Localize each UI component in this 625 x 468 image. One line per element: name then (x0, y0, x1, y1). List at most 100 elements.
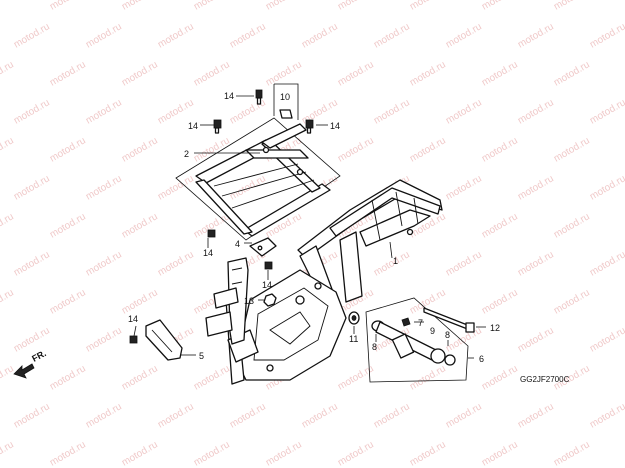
watermark-text: motod.ru (516, 173, 556, 202)
watermark-text: motod.ru (408, 59, 448, 88)
watermark-text: motod.ru (228, 21, 268, 50)
watermark-text: motod.ru (120, 0, 160, 13)
watermark-text: motod.ru (156, 249, 196, 278)
watermark-text: motod.ru (120, 59, 160, 88)
watermark-text: motod.ru (264, 439, 304, 468)
watermark-text: motod.ru (480, 287, 520, 316)
watermark-text: motod.ru (444, 173, 484, 202)
watermark-text: motod.ru (480, 59, 520, 88)
part-6-hanger-assembly (365, 297, 469, 383)
callout-4: 4 (235, 239, 240, 249)
watermark-text: motod.ru (372, 21, 412, 50)
watermark-text: motod.ru (228, 97, 268, 126)
watermark-text: motod.ru (480, 0, 520, 13)
watermark-text: motod.ru (84, 97, 124, 126)
callout-13: 13 (244, 296, 254, 306)
watermark-text: motod.ru (48, 0, 88, 13)
watermark-text: motod.ru (0, 287, 16, 316)
diagram-code: GG2JF2700C (520, 375, 570, 384)
watermark-text: motod.ru (300, 401, 340, 430)
watermark-text: motod.ru (372, 97, 412, 126)
watermark-text: motod.ru (12, 325, 52, 354)
watermark-text: motod.ru (48, 211, 88, 240)
watermark-text: motod.ru (336, 135, 376, 164)
watermark-text: motod.ru (444, 97, 484, 126)
watermark-text: motod.ru (48, 59, 88, 88)
watermark-text: motod.ru (84, 21, 124, 50)
part-12-long-bolt (423, 307, 475, 333)
callout-2: 2 (184, 149, 189, 159)
callout-14-left: 14 (188, 121, 198, 131)
watermark-text: motod.ru (516, 249, 556, 278)
front-label: FR. (30, 348, 47, 364)
watermark-text: motod.ru (84, 401, 124, 430)
part-11-grommet (348, 311, 360, 325)
bolt-14-top (255, 89, 263, 105)
watermark-text: motod.ru (12, 401, 52, 430)
watermark-text: motod.ru (336, 59, 376, 88)
watermark-text: motod.ru (120, 363, 160, 392)
watermark-text: motod.ru (552, 287, 592, 316)
watermark-text: motod.ru (300, 21, 340, 50)
part-4-bracket (249, 237, 277, 257)
watermark-text: motod.ru (552, 439, 592, 468)
part-2-seat-frame (175, 117, 341, 241)
callout-10: 10 (280, 92, 290, 102)
callout-14-top: 14 (224, 91, 234, 101)
bolt-14-left (213, 119, 222, 134)
watermark-text: motod.ru (192, 363, 232, 392)
watermark-text: motod.ru (516, 21, 556, 50)
watermark-text: motod.ru (156, 21, 196, 50)
watermark-text: motod.ru (192, 439, 232, 468)
bolt-14-mid-left (207, 229, 216, 238)
watermark-text: motod.ru (336, 439, 376, 468)
watermark-text: motod.ru (120, 135, 160, 164)
watermark-text: motod.ru (444, 249, 484, 278)
watermark-text: motod.ru (84, 173, 124, 202)
watermark-text: motod.ru (588, 173, 625, 202)
watermark-text: motod.ru (552, 135, 592, 164)
leader-lines (133, 95, 486, 359)
watermark-text: motod.ru (0, 363, 16, 392)
watermark-text: motod.ru (48, 135, 88, 164)
watermark-text: motod.ru (480, 363, 520, 392)
callout-14-mid-left: 14 (203, 248, 213, 258)
watermark-text: motod.ru (120, 287, 160, 316)
watermark-text: motod.ru (0, 59, 16, 88)
part-10-nut (273, 83, 299, 120)
watermark-text: motod.ru (408, 0, 448, 13)
watermark-text: motod.ru (408, 439, 448, 468)
watermark-text: motod.ru (552, 59, 592, 88)
watermark-text: motod.ru (480, 135, 520, 164)
watermark-text: motod.ru (48, 363, 88, 392)
front-arrow-icon (13, 363, 35, 379)
part-1-main-frame (225, 179, 443, 385)
watermark-text: motod.ru (192, 59, 232, 88)
watermark-text: motod.ru (12, 97, 52, 126)
callout-5: 5 (199, 351, 204, 361)
callout-numbers: 1 2 4 5 6 7 8 8 9 10 11 12 13 14 14 14 1… (128, 91, 570, 384)
watermark-text: motod.ru (588, 401, 625, 430)
watermark-text: motod.ru (48, 439, 88, 468)
callout-7: 7 (418, 318, 423, 328)
watermark-text: motod.ru (0, 135, 16, 164)
watermark-text: motod.ru (444, 401, 484, 430)
watermark-text: motod.ru (516, 401, 556, 430)
callout-8-right: 8 (445, 330, 450, 340)
callout-11: 11 (349, 334, 358, 344)
watermark-text: motod.ru (264, 0, 304, 13)
watermark-text: motod.ru (480, 439, 520, 468)
callout-14-bottom-left: 14 (128, 314, 138, 324)
watermark-text: motod.ru (12, 249, 52, 278)
part-13-nut (263, 293, 277, 307)
watermark-text: motod.ru (588, 249, 625, 278)
watermark-text: motod.ru (372, 401, 412, 430)
watermark-text: motod.ru (588, 325, 625, 354)
watermark-text: motod.ru (84, 249, 124, 278)
watermark-text: motod.ru (588, 97, 625, 126)
watermark-text: motod.ru (0, 439, 16, 468)
watermark-text: motod.ru (228, 401, 268, 430)
callout-12: 12 (490, 323, 500, 333)
